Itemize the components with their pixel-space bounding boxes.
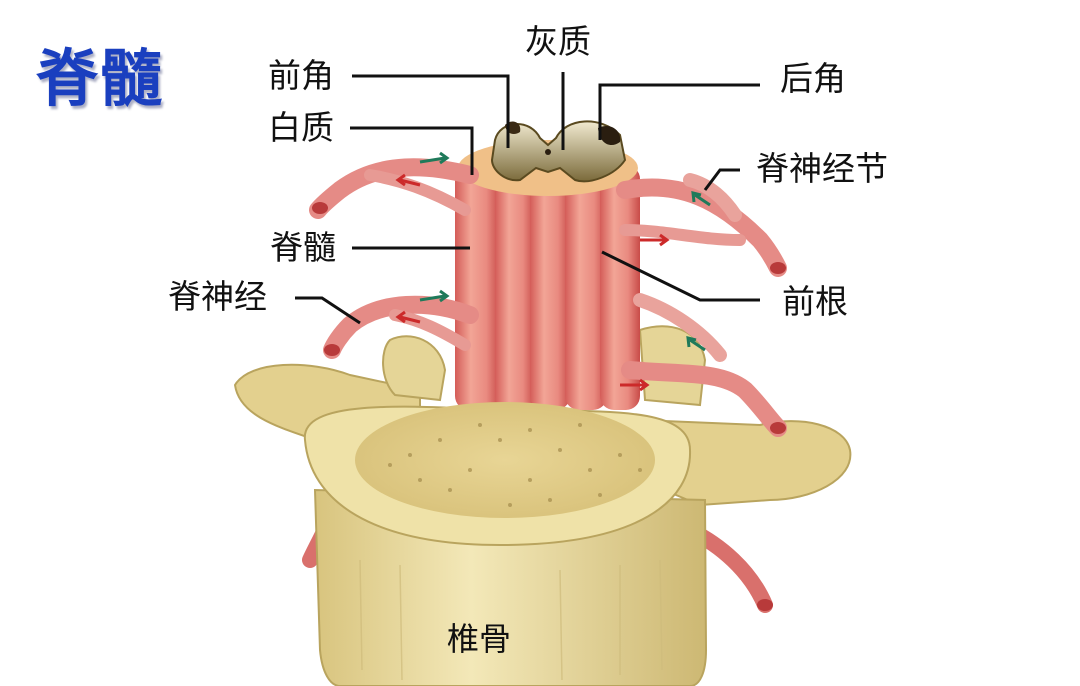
nerve-cut-ends: [312, 202, 786, 434]
label-posterior-horn: 后角: [780, 59, 846, 98]
label-vertebra: 椎骨: [447, 620, 512, 658]
label-anterior-root: 前根: [782, 282, 848, 321]
signal-arrows: [395, 151, 711, 392]
label-anterior-horn: 前角: [268, 56, 334, 95]
page-title: 脊髓: [36, 42, 165, 115]
label-spinal-ganglion: 脊神经节: [756, 149, 888, 188]
label-gray-matter: 灰质: [525, 22, 591, 61]
spinal-cord-columns: [455, 140, 640, 410]
leader-lines: [295, 72, 760, 325]
label-spinal-cord: 脊髓: [270, 228, 336, 267]
label-spinal-nerve: 脊神经: [168, 277, 267, 316]
vertebral-body: [303, 402, 708, 686]
label-white-matter: 白质: [268, 108, 334, 147]
